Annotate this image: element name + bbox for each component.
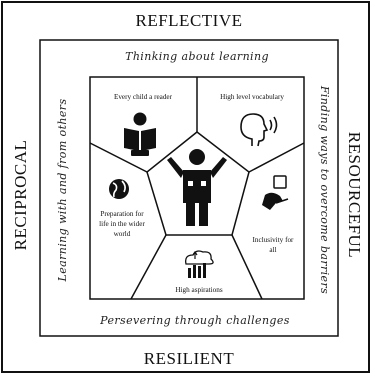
label-learning-with-others: Learning with and from others — [56, 99, 69, 283]
segment-left-line-3: world — [114, 230, 131, 238]
rising-growth-icon — [185, 250, 214, 278]
segment-left-line-2: life in the wider — [99, 220, 145, 228]
segment-inclusivity-for-all: Inclusivity for all — [253, 236, 295, 254]
divider-right — [248, 142, 305, 173]
label-reciprocal: RECIPROCAL — [11, 140, 30, 251]
divider-bottom-right — [231, 234, 263, 300]
label-resilient: RESILIENT — [144, 349, 235, 368]
segment-left-line-1: Preparation for — [100, 210, 144, 218]
label-resourceful: RESOURCEFUL — [345, 132, 364, 258]
divider-bottom-left — [130, 234, 167, 300]
child-icon — [167, 149, 227, 226]
label-thinking-about-learning: Thinking about learning — [125, 50, 269, 63]
segment-every-child-a-reader: Every child a reader — [114, 93, 173, 101]
helping-hand-icon — [262, 175, 289, 210]
segment-preparation-for-life: Preparation for life in the wider world — [99, 210, 145, 238]
label-reflective: REFLECTIVE — [136, 11, 243, 30]
segment-right-line-1: Inclusivity for — [253, 236, 295, 244]
reading-book-icon — [124, 112, 156, 156]
label-finding-ways: Finding ways to overcome barriers — [318, 85, 331, 294]
globe-icon — [109, 179, 129, 199]
divider-left — [89, 142, 148, 173]
speaking-head-icon — [240, 113, 278, 147]
segment-high-level-vocabulary: High level vocabulary — [220, 93, 284, 101]
segment-high-aspirations: High aspirations — [175, 286, 223, 294]
segment-right-line-2: all — [269, 246, 276, 254]
label-persevering: Persevering through challenges — [99, 314, 290, 327]
